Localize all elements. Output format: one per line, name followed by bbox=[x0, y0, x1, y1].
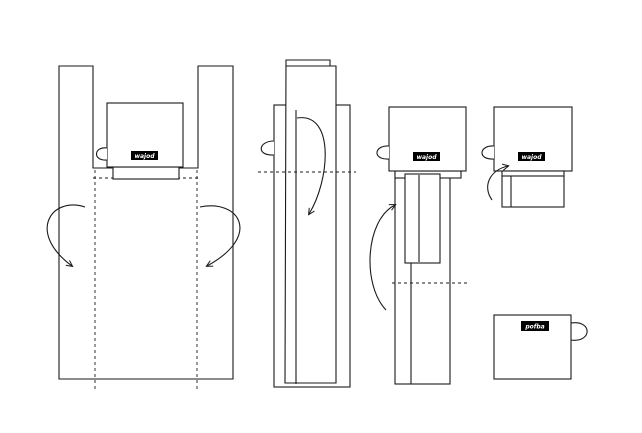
fold-down-arrow-icon bbox=[296, 117, 326, 214]
rolled-segment bbox=[404, 173, 441, 264]
bag-outline bbox=[58, 65, 234, 380]
tuck-arrow-icon bbox=[487, 166, 508, 201]
logo-text: wajod bbox=[521, 154, 542, 161]
pouch-bottom-strip bbox=[112, 166, 180, 180]
rolled-bundle bbox=[501, 175, 565, 208]
logo-tag bbox=[521, 321, 549, 331]
loop-handle bbox=[481, 145, 495, 160]
pouch bbox=[493, 106, 573, 172]
logo-text: wajod bbox=[416, 154, 437, 161]
loop-handle bbox=[570, 322, 588, 341]
step-2-folded-lengthwise bbox=[258, 59, 356, 388]
logo-tag bbox=[413, 152, 440, 161]
logo-tag bbox=[518, 152, 545, 161]
roll-up-arrow-icon bbox=[369, 205, 395, 311]
logo-text: wajod bbox=[134, 153, 155, 160]
step-1-open-bag: wajod bbox=[46, 65, 241, 390]
loop-handle bbox=[376, 145, 390, 160]
step-3-roll-up: wajod bbox=[369, 106, 470, 385]
front-folded-panel bbox=[284, 59, 337, 384]
logo-tag bbox=[131, 151, 158, 160]
loop-handle bbox=[95, 147, 108, 161]
step-4-tuck-in: wajod bbox=[481, 106, 573, 208]
logo-text: pofba bbox=[524, 324, 544, 331]
loop-handle bbox=[260, 140, 275, 156]
step-5-finished: pofba bbox=[493, 314, 588, 380]
pouch bbox=[388, 106, 467, 172]
fold-arrow-left-icon bbox=[46, 204, 86, 266]
fold-arrow-right-icon bbox=[199, 205, 241, 266]
